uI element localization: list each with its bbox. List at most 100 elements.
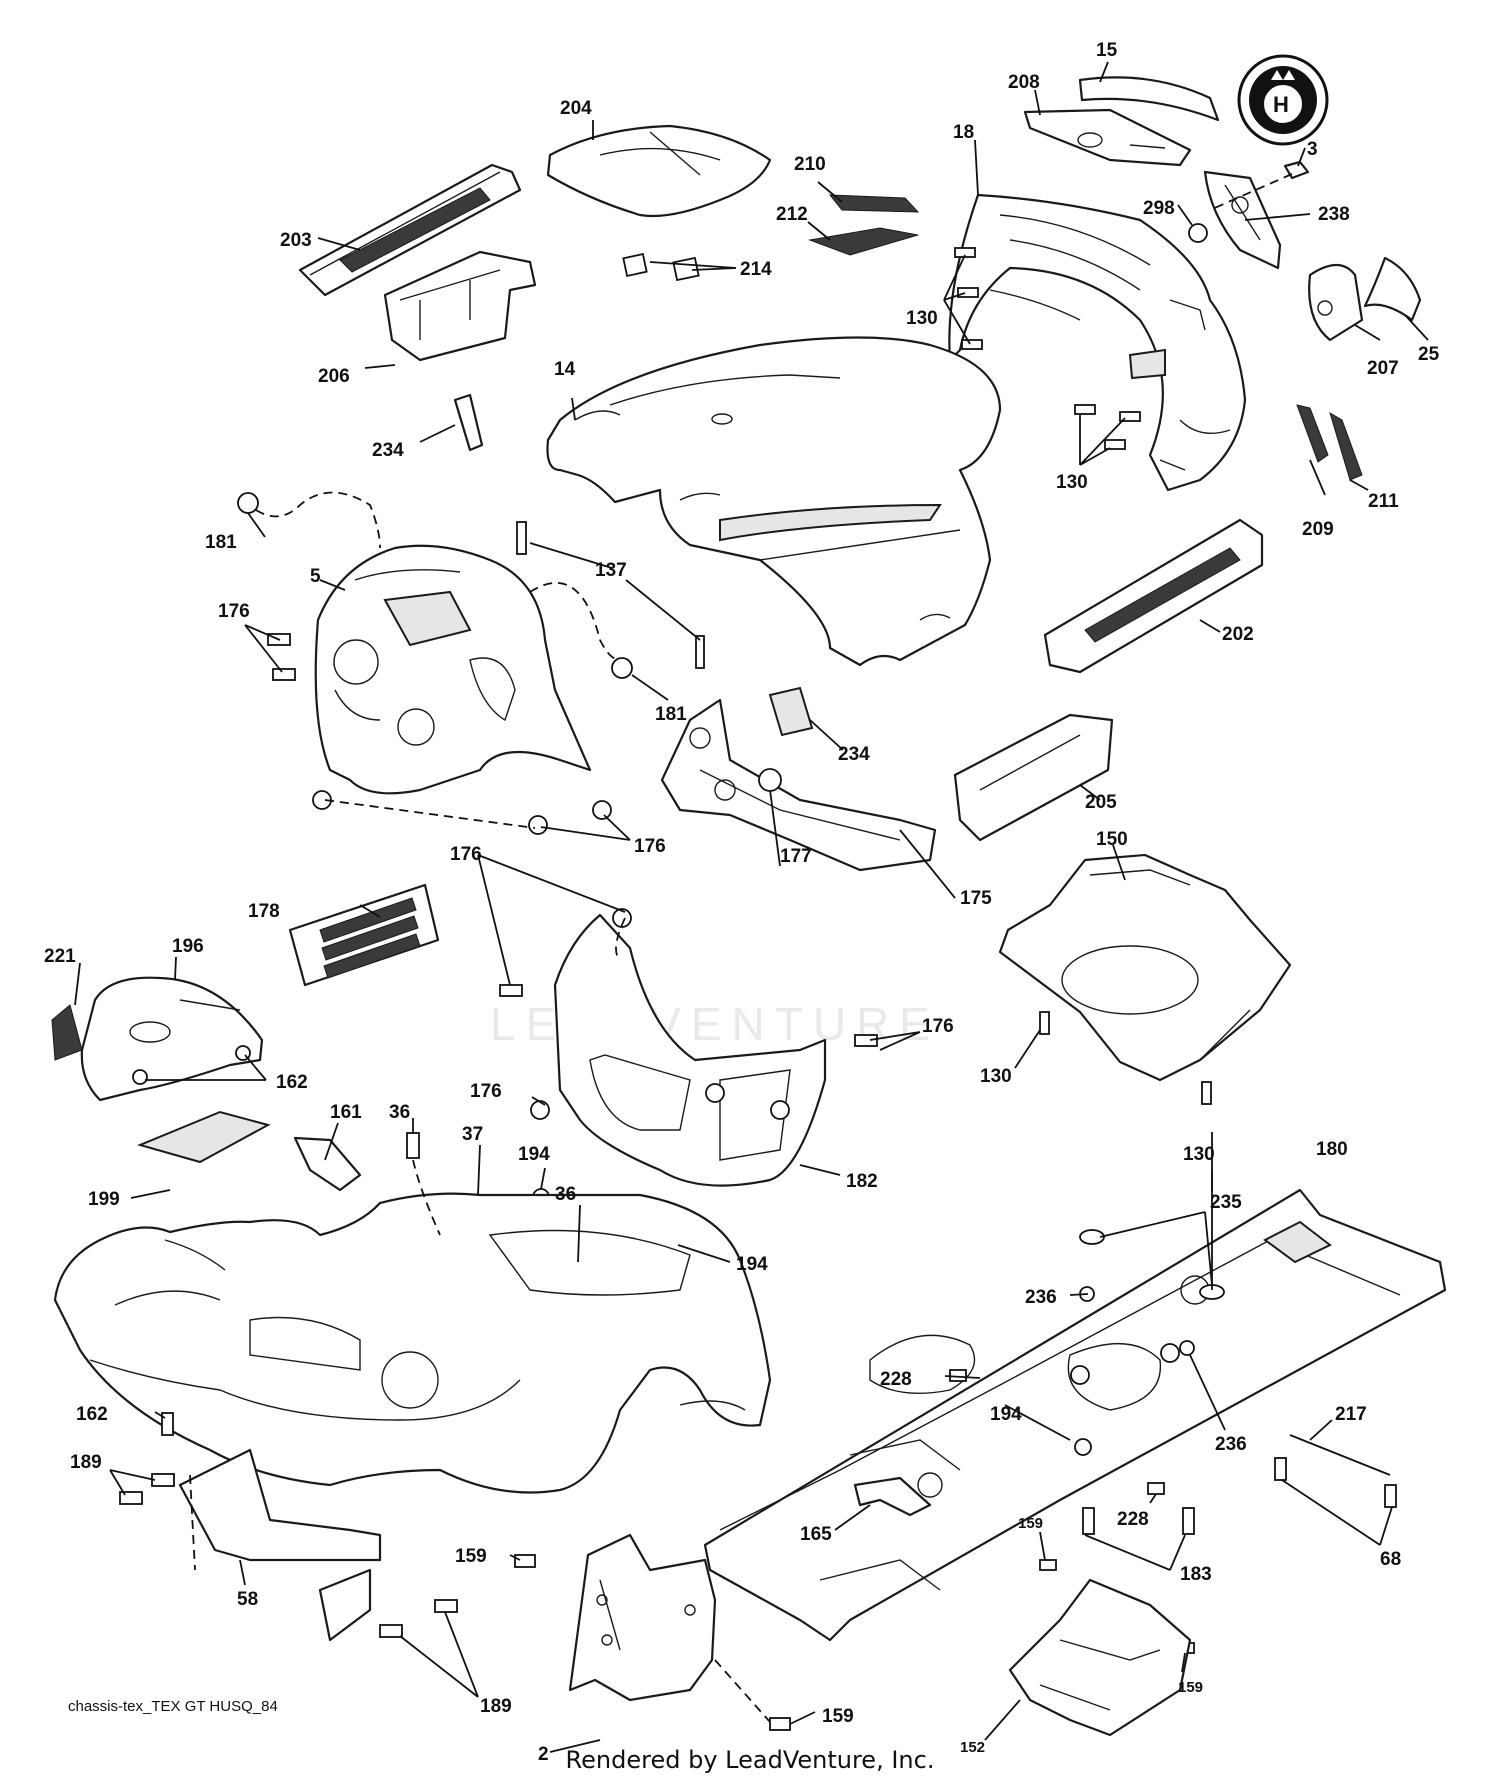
part-236-nut xyxy=(1179,1340,1195,1356)
callout: 36 xyxy=(389,1102,410,1123)
callout: 298 xyxy=(1143,198,1175,219)
callout: 196 xyxy=(172,936,204,957)
part-165-bracket xyxy=(853,1476,932,1517)
part-183-bolt xyxy=(1182,1507,1195,1535)
part-130-screw xyxy=(957,287,979,298)
callout: 228 xyxy=(880,1369,912,1390)
part-176-screw xyxy=(854,1034,878,1047)
callout: 180 xyxy=(1316,1139,1348,1160)
callout: 176 xyxy=(218,601,250,622)
part-159-bolt xyxy=(769,1717,791,1731)
part-182-front-shell xyxy=(553,913,827,1187)
callout: 211 xyxy=(1368,491,1399,512)
callout: 181 xyxy=(655,704,687,725)
part-234-pad xyxy=(768,686,814,737)
part-130-screw xyxy=(1039,1011,1050,1035)
callout: 137 xyxy=(595,560,627,581)
part-162-bolt xyxy=(161,1412,174,1436)
callout: 189 xyxy=(70,1452,102,1473)
part-130-screw xyxy=(1201,1081,1212,1105)
callout: 3 xyxy=(1307,139,1318,160)
callout: 194 xyxy=(990,1404,1022,1425)
callout: 210 xyxy=(794,154,826,175)
callout: 5 xyxy=(310,566,321,587)
callout: 208 xyxy=(1008,72,1040,93)
part-130-screw xyxy=(1119,411,1141,422)
callout: 150 xyxy=(1096,829,1128,850)
part-180-frame xyxy=(703,1188,1447,1642)
part-15-trim xyxy=(1078,76,1220,122)
part-228-bolt xyxy=(949,1369,967,1382)
callout: 162 xyxy=(76,1404,108,1425)
callout: 159 xyxy=(1178,1679,1203,1696)
callout: 177 xyxy=(780,846,812,867)
callout: 212 xyxy=(776,204,808,225)
callout: 235 xyxy=(1210,1192,1242,1213)
part-206-bracket xyxy=(383,250,537,362)
part-202-bumper xyxy=(1043,518,1264,674)
callout: 176 xyxy=(634,836,666,857)
part-234-pad xyxy=(453,393,484,452)
callout: 183 xyxy=(1180,1564,1212,1585)
part-130-screw xyxy=(1104,439,1126,450)
part-189-bolt xyxy=(151,1473,175,1487)
callout: 209 xyxy=(1302,519,1334,540)
part-159-bolt xyxy=(1039,1559,1057,1571)
callout: 205 xyxy=(1085,792,1117,813)
part-37-fender-deck xyxy=(53,1192,772,1494)
callout: 58 xyxy=(237,1589,258,1610)
callout: 14 xyxy=(554,359,576,380)
callout: 236 xyxy=(1025,1287,1057,1308)
part-205-trim xyxy=(953,713,1114,842)
callout: 159 xyxy=(1018,1515,1043,1532)
callout: 130 xyxy=(906,308,938,329)
callout: 25 xyxy=(1418,344,1440,365)
part-130-screw xyxy=(1074,404,1096,415)
callout: 162 xyxy=(276,1072,308,1093)
part-159-bolt xyxy=(514,1554,536,1568)
callout: 175 xyxy=(960,888,992,909)
callout: 221 xyxy=(44,946,76,967)
part-152-shield xyxy=(1008,1578,1192,1737)
callout: 37 xyxy=(462,1124,483,1145)
callout: 182 xyxy=(846,1171,878,1192)
callout: 199 xyxy=(88,1189,120,1210)
part-238-panel xyxy=(1203,170,1282,270)
part-181-fastener xyxy=(237,492,259,514)
svg-text:H: H xyxy=(1273,92,1289,117)
callout: 189 xyxy=(480,1696,512,1717)
part-209-grille xyxy=(1296,404,1329,463)
callout: 161 xyxy=(330,1102,362,1123)
part-137-strip xyxy=(516,521,527,555)
part-235-washer xyxy=(1079,1229,1105,1245)
emblem-icon: H xyxy=(1237,54,1329,146)
part-207-light-cover xyxy=(1308,263,1364,342)
part-189-bolt xyxy=(379,1624,403,1638)
part-204-top-cap xyxy=(546,124,772,218)
callout: 202 xyxy=(1222,624,1254,645)
callout: 217 xyxy=(1335,1404,1367,1425)
part-228-bolt xyxy=(1147,1482,1165,1495)
callout: 238 xyxy=(1318,204,1350,225)
part-217-rod xyxy=(1289,1434,1391,1476)
diagram-code: chassis-tex_TEX GT HUSQ_84 xyxy=(68,1698,278,1715)
part-130-screw xyxy=(961,339,983,350)
part-199-plate xyxy=(136,1110,271,1164)
callout: 2 xyxy=(538,1744,549,1765)
callout: 176 xyxy=(470,1081,502,1102)
part-68-bolt xyxy=(1384,1484,1397,1508)
callout: 236 xyxy=(1215,1434,1247,1455)
callout: 165 xyxy=(800,1524,832,1545)
part-208-trim xyxy=(1023,108,1192,167)
callout: 228 xyxy=(1117,1509,1149,1530)
callout: 203 xyxy=(280,230,312,251)
render-credit: Rendered by LeadVenture, Inc. xyxy=(565,1746,935,1774)
part-5-dash-panel xyxy=(314,544,592,795)
callout: 152 xyxy=(960,1739,985,1756)
part-189-bolt xyxy=(434,1599,458,1613)
part-178-vent xyxy=(288,883,440,987)
part-189-bolt xyxy=(119,1491,143,1505)
part-25-light-cover xyxy=(1363,256,1422,322)
callout: 234 xyxy=(372,440,404,461)
